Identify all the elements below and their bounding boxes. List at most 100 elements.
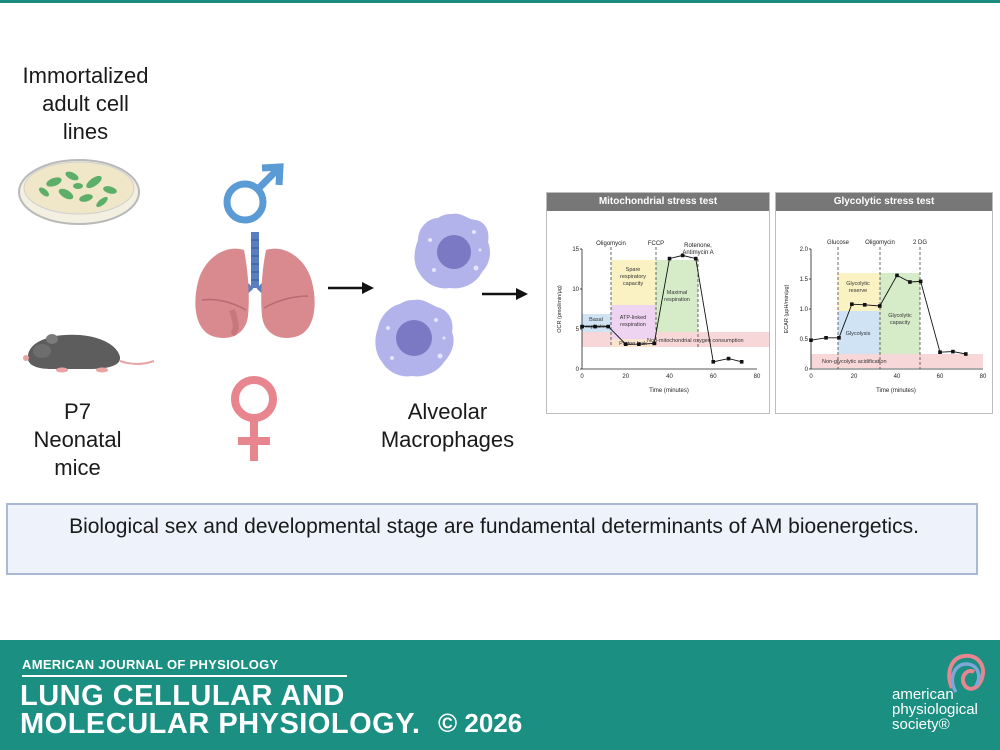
- region-label-nonglyco: Non-glycolytic acidification: [822, 359, 887, 365]
- neonatal-mice-label: P7 Neonatal mice: [33, 399, 122, 480]
- y-tick-label: 5: [576, 327, 580, 333]
- petri-dish-icon: [18, 159, 140, 225]
- top-rule: [0, 0, 1000, 3]
- data-point: [580, 324, 584, 329]
- x-tick-label: 60: [937, 374, 944, 380]
- journal-title-line2: MOLECULAR PHYSIOLOGY.: [20, 708, 421, 740]
- data-point: [637, 342, 641, 346]
- y-tick-label: 10: [572, 287, 579, 293]
- data-point: [726, 356, 731, 361]
- region-label-spare: respiratory: [620, 274, 646, 280]
- data-point: [667, 256, 672, 261]
- glyco-stress-panel: Glycolytic stress test Glycolytic reserv…: [775, 192, 993, 414]
- region-label-basal: Basal: [589, 317, 603, 323]
- mito-chart: Basal respiration Spare respiratory capa…: [557, 241, 769, 394]
- region-label-spare: Spare: [626, 267, 641, 273]
- mito-panel-title: Mitochondrial stress test: [547, 193, 769, 211]
- data-point: [711, 360, 716, 364]
- y-tick-label: 15: [572, 247, 579, 253]
- data-point: [938, 350, 942, 354]
- journal-title-line1: LUNG CELLULAR AND: [20, 680, 345, 712]
- region-atp: [611, 305, 656, 339]
- cell-lines-label: Immortalized adult cell lines: [22, 63, 149, 144]
- glyco-panel-title: Glycolytic stress test: [776, 193, 992, 211]
- region-spare: [611, 260, 656, 305]
- male-symbol-icon: [223, 163, 284, 224]
- injection-2dg: 2 DG: [913, 240, 927, 246]
- arrow-right-icon: [482, 288, 528, 300]
- data-point: [739, 360, 744, 364]
- data-point: [878, 304, 882, 308]
- region-label-maximal: respiration: [664, 297, 690, 303]
- x-tick-label: 40: [666, 374, 673, 380]
- society-name: american physiological society®: [892, 686, 978, 733]
- copyright-year: © 2026: [438, 708, 523, 738]
- series-line: [810, 274, 966, 355]
- x-tick-label: 80: [980, 374, 987, 380]
- mito-ylabel: OCR (pmol/min/μg): [557, 285, 563, 333]
- region-label-capacity: capacity: [890, 320, 910, 326]
- x-tick-label: 20: [622, 374, 629, 380]
- injection-rotenone: Rotenone,: [684, 243, 712, 249]
- y-tick-label: 2.0: [800, 247, 809, 253]
- data-point: [809, 338, 813, 342]
- glyco-xlabel: Time (minutes): [876, 388, 916, 394]
- x-tick-label: 40: [894, 374, 901, 380]
- data-point: [606, 324, 611, 329]
- region-label-atp: respiration: [620, 322, 646, 328]
- injection-antimycin: Antimycin A: [682, 250, 713, 256]
- x-tick-label: 60: [710, 374, 717, 380]
- lungs-icon: [195, 232, 315, 338]
- region-label-reserve: reserve: [849, 288, 867, 294]
- region-label-nonmito: Non-mitochondrial oxygen consumption: [647, 338, 744, 344]
- x-tick-label: 20: [851, 374, 858, 380]
- injection-fccp: FCCP: [648, 241, 664, 247]
- mito-stress-panel: Mitochondrial stress test Basal respirat…: [546, 192, 770, 414]
- y-tick-label: 0: [576, 367, 580, 373]
- region-label-glycolysis: Glycolysis: [846, 331, 871, 337]
- data-point: [593, 324, 597, 329]
- region-glycolysis: [838, 311, 880, 354]
- x-tick-label: 80: [754, 374, 761, 380]
- female-symbol-icon: [231, 376, 277, 461]
- y-tick-label: 1.0: [800, 307, 809, 313]
- x-tick-label: 0: [809, 374, 813, 380]
- region-leak: [611, 339, 656, 347]
- injection-glucose: Glucose: [827, 240, 850, 246]
- data-point: [652, 341, 656, 346]
- journal-series-name: AMERICAN JOURNAL OF PHYSIOLOGY: [22, 657, 279, 672]
- data-point: [837, 336, 841, 340]
- mito-xlabel: Time (minutes): [649, 388, 689, 394]
- arrow-right-icon: [328, 282, 374, 294]
- macrophage-icon: [414, 213, 490, 289]
- aps-logo-icon: [947, 653, 985, 693]
- region-nonglyco: [811, 354, 983, 368]
- region-label-reserve: Glycolytic: [846, 281, 870, 287]
- data-point: [824, 336, 828, 340]
- region-capacity: [880, 273, 920, 354]
- alveolar-macrophages-label: Alveolar Macrophages: [380, 399, 515, 452]
- data-point: [951, 349, 955, 354]
- region-label-maximal: Maximal: [667, 290, 687, 296]
- data-point: [964, 352, 968, 356]
- x-tick-label: 0: [580, 374, 584, 380]
- journal-footer: [0, 640, 1000, 750]
- macrophage-icon: [375, 299, 454, 377]
- region-label-atp: ATP-linked: [620, 315, 647, 321]
- data-point: [908, 280, 912, 284]
- summary-box: Biological sex and developmental stage a…: [6, 503, 978, 575]
- data-point: [850, 302, 854, 306]
- summary-text: Biological sex and developmental stage a…: [69, 515, 919, 538]
- data-point: [680, 253, 685, 258]
- data-point: [862, 303, 867, 307]
- mouse-icon: [23, 334, 155, 373]
- y-tick-label: 0.5: [800, 337, 809, 343]
- glyco-chart: Glycolytic reserve Glycolysis Glycolytic…: [784, 240, 987, 394]
- region-label-spare: capacity: [623, 281, 643, 287]
- data-point: [895, 273, 899, 278]
- y-tick-label: 1.5: [800, 277, 809, 283]
- y-tick-label: 0: [805, 367, 809, 373]
- injection-oligomycin: Oligomycin: [865, 240, 895, 246]
- data-point: [918, 279, 923, 284]
- glyco-ylabel: ECAR (μpH/min/μg): [784, 284, 790, 333]
